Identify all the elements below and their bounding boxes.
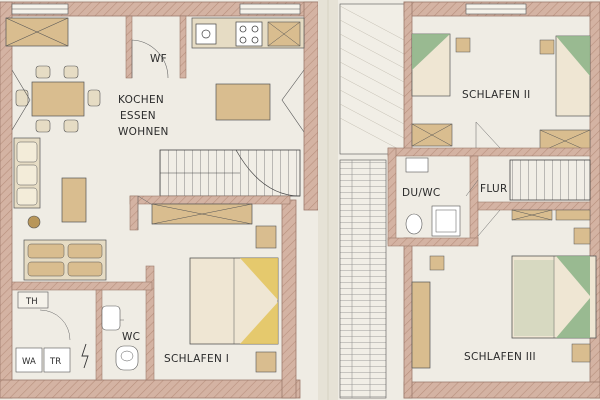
- outer-wall-left: [0, 1, 13, 399]
- label-schlafen-1: SCHLAFEN I: [164, 353, 229, 365]
- roof-slope-top: [339, 3, 407, 155]
- label-wc: WC: [122, 331, 140, 343]
- coffee-table: [61, 177, 87, 223]
- stove: [235, 21, 263, 47]
- staircase-upper: [509, 159, 591, 201]
- ground-floor: WF KOCHEN ESSEN WOHNEN: [0, 1, 319, 399]
- label-schlafen-3: SCHLAFEN III: [464, 351, 536, 363]
- washer: [15, 347, 43, 373]
- label-wf: WF: [150, 53, 167, 65]
- label-tr: TR: [49, 357, 61, 367]
- label-essen: ESSEN: [120, 110, 156, 122]
- roof-slope-bottom: [339, 159, 387, 399]
- outer-wall-right: [303, 1, 319, 211]
- label-kochen: KOCHEN: [118, 94, 164, 106]
- label-flur: FLUR: [480, 183, 508, 195]
- kitchen-island: [215, 83, 271, 121]
- outer-wall-bottom: [0, 379, 301, 399]
- dryer: [43, 347, 71, 373]
- label-wa: WA: [22, 357, 36, 367]
- upper-floor: SCHLAFEN II DU/WC FLUR: [339, 1, 600, 399]
- dining-table: [31, 81, 85, 117]
- washbasin: [405, 157, 429, 173]
- label-wohnen: WOHNEN: [118, 126, 169, 138]
- outer-wall-right-lower: [281, 199, 297, 399]
- label-th: TH: [25, 297, 38, 307]
- toilet: [405, 213, 423, 235]
- shower: [431, 205, 461, 237]
- label-schlafen-2: SCHLAFEN II: [462, 89, 531, 101]
- label-du-wc: DU/WC: [402, 187, 441, 199]
- sink: [195, 23, 217, 45]
- plant: [27, 215, 41, 229]
- wardrobe-3: [411, 281, 431, 369]
